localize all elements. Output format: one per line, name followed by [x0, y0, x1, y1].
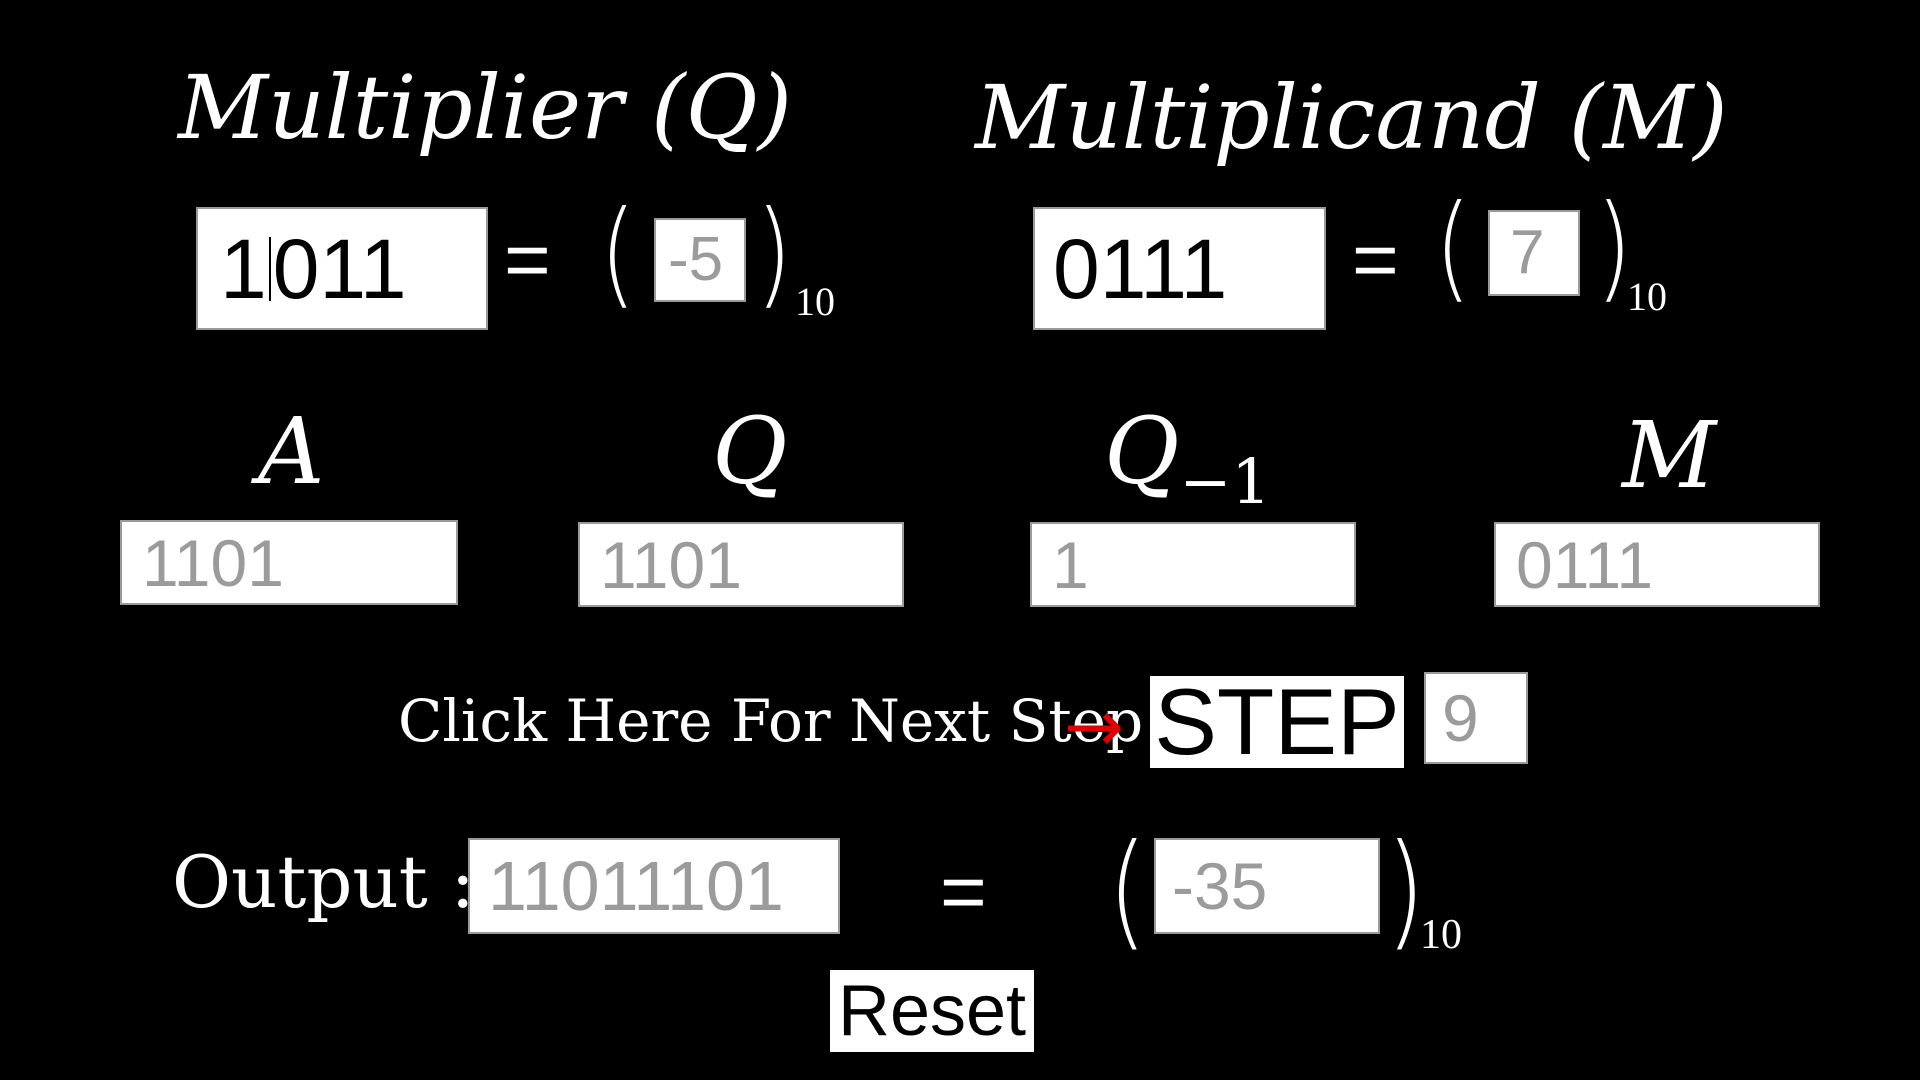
multiplier-open-paren: (: [600, 186, 636, 320]
register-m-value: 0111: [1516, 527, 1654, 602]
multiplicand-close-paren: ): [1596, 180, 1632, 314]
multiplier-binary-text-end: 011: [272, 221, 407, 316]
reset-button[interactable]: Reset: [830, 970, 1034, 1052]
output-decimal-field: -35: [1154, 838, 1380, 934]
multiplier-close-paren: ): [756, 186, 792, 320]
register-a-field: 1101: [120, 520, 458, 605]
multiplier-binary-text-start: 1: [220, 221, 267, 316]
output-label: Output :: [172, 840, 475, 924]
multiplicand-decimal-field: 7: [1488, 210, 1580, 296]
register-q-value: 1101: [600, 527, 742, 602]
right-arrow-icon: →: [1064, 684, 1125, 768]
register-a-label: A: [258, 398, 325, 505]
register-m-field: 0111: [1494, 522, 1820, 607]
output-decimal-value: -35: [1172, 849, 1268, 923]
multiplicand-binary-text: 0111: [1053, 221, 1228, 316]
multiplicand-equals-sign: =: [1352, 215, 1399, 304]
step-count-field: 9: [1424, 672, 1528, 764]
multiplicand-binary-input[interactable]: 0111: [1033, 207, 1326, 330]
output-open-paren: (: [1108, 816, 1148, 963]
output-base-subscript: 10: [1420, 912, 1462, 958]
step-button[interactable]: STEP: [1150, 675, 1404, 769]
register-q-minus-1-value: 1: [1052, 527, 1089, 602]
output-binary-value: 11011101: [488, 847, 784, 925]
register-a-value: 1101: [142, 525, 284, 600]
multiplier-equals-sign: =: [504, 215, 551, 304]
multiplier-title: Multiplier (Q): [178, 56, 792, 159]
register-q-minus-1-letter: Q: [1104, 398, 1180, 505]
output-close-paren: ): [1386, 816, 1426, 963]
register-q-minus-1-label: Q−1: [1104, 406, 1271, 513]
step-count-value: 9: [1442, 681, 1479, 755]
next-step-instruction: Click Here For Next Step: [398, 687, 1144, 755]
register-m-label: M: [1622, 402, 1717, 509]
output-binary-field: 11011101: [468, 838, 840, 934]
register-q-minus-1-subscript: −1: [1179, 445, 1271, 518]
text-caret: [268, 236, 271, 301]
output-equals-sign: =: [940, 847, 987, 936]
multiplier-decimal-field: -5: [654, 218, 746, 302]
multiplicand-open-paren: (: [1435, 180, 1471, 314]
multiplicand-title: Multiplicand (M): [975, 66, 1728, 169]
multiplier-base-subscript: 10: [795, 279, 835, 324]
register-q-field: 1101: [578, 522, 904, 607]
multiplier-decimal-text: -5: [668, 225, 724, 294]
multiplicand-base-subscript: 10: [1627, 274, 1667, 319]
multiplicand-decimal-text: 7: [1510, 218, 1545, 287]
register-q-minus-1-field: 1: [1030, 522, 1356, 607]
register-q-label: Q: [712, 398, 788, 505]
